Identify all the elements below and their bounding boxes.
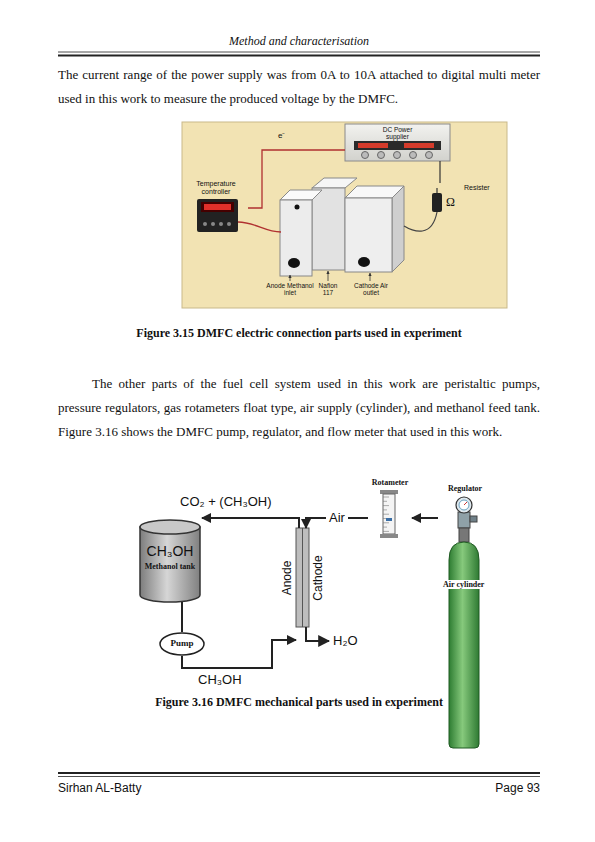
header-rule [58,52,540,56]
node-text: Rotameter [364,478,416,487]
electron-label: e⁻ [278,129,285,140]
node-text: DC Power supplier [375,126,420,140]
power-supply: DC Power supplier [345,124,450,161]
footer-rule [58,773,540,777]
outlet-arrow [306,627,329,641]
wire [248,150,345,208]
body-paragraph: The current range of the power supply wa… [58,63,540,111]
flow-label: CH₃OH [198,672,242,687]
flow-arrow [182,640,296,668]
temperature-controller: Temperature controller [184,180,248,236]
regulator: Regulator [438,484,492,528]
node-text: Air cylinder [442,580,485,589]
node-text: Methanol tank [138,562,202,571]
ohm-symbol: Ω [446,195,455,210]
node-text: Regulator [438,484,492,493]
node-text: Cathode [311,555,325,600]
node-text: Pump [158,638,206,648]
regulator-drawing [456,497,477,528]
outlet-label: H₂O [333,633,358,648]
methanol-tank-drawing [140,520,200,602]
flow-arrow [202,518,299,528]
node-text: Resister [464,184,490,191]
flow-label: CO₂ + (CH₃OH) [180,494,272,509]
node-text: Anode [280,560,294,595]
flow-line [181,602,183,632]
wire [439,161,440,183]
resistor-symbol [432,188,442,212]
node-text: Temperature controller [184,180,248,196]
wire [238,212,437,232]
air-cylinder-drawing [449,528,479,748]
flow-arrow [412,517,438,519]
part-label: Anode Methanol inlet [266,282,314,296]
part-label: Nafion 117 [313,282,343,296]
cell-stack-drawing [296,528,309,627]
body-paragraph: The other parts of the fuel cell system … [58,372,540,444]
leader-line [290,271,370,281]
cell-stack: AnodeCathode [296,528,309,627]
flow-label: Air [326,510,348,525]
footer-author: Sirhan AL-Batty [58,781,141,795]
figure-caption: Figure 3.15 DMFC electric connection par… [58,326,540,341]
part-label: Cathode Air outlet [350,282,392,296]
pump: Pump [158,632,206,656]
running-header: Method and characterisation [58,34,540,49]
figure-background [182,122,507,308]
node-text: CH₃OH [138,543,202,559]
rotameter: Rotameter [368,478,412,540]
power-supply-drawing [345,124,450,161]
air-cylinder: Air cylinder [438,530,500,750]
methanol-tank: CH₃OH Methanol tank [138,514,202,602]
figure-caption: Figure 3.16 DMFC mechanical parts used i… [58,695,540,710]
fuel-cell-drawing [280,178,404,276]
page-number: Page 93 [400,781,540,795]
rotameter-drawing [380,490,398,538]
temperature-controller-drawing [197,199,238,232]
resistor: Resister [430,183,502,215]
